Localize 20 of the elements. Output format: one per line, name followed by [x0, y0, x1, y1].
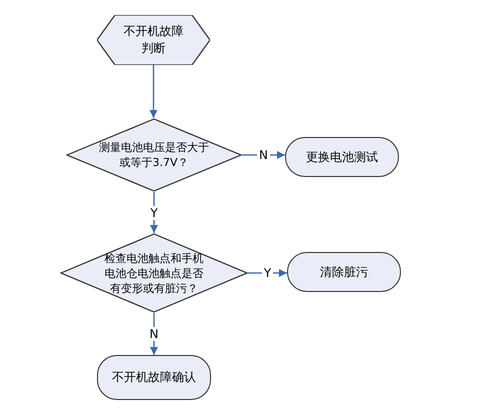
decision-diamond	[66, 118, 242, 192]
node-text: 清除脏污	[319, 264, 369, 280]
node-text: 更换电池测试	[305, 148, 379, 166]
process-box	[97, 355, 211, 400]
start-hexagon	[97, 15, 210, 65]
arrow	[248, 269, 287, 277]
process-box	[285, 137, 399, 177]
process-box	[287, 252, 401, 292]
node-text: 测量电池电压是否大于或等于3.7V？	[98, 140, 210, 170]
edge-label: N	[148, 327, 160, 341]
node-text: 检查电池触点和手机电池仓电池触点是否有变形或有脏污？	[104, 250, 204, 296]
node-text: 不开机故障确认	[111, 369, 197, 386]
edge-label: Y	[148, 206, 160, 220]
node-text: 不开机故障判断	[122, 23, 184, 57]
edge-label: Y	[262, 266, 274, 280]
decision-diamond	[60, 233, 248, 313]
arrow	[150, 65, 158, 118]
arrow	[242, 151, 285, 159]
arrow	[150, 313, 158, 355]
edge-label: N	[257, 148, 270, 162]
